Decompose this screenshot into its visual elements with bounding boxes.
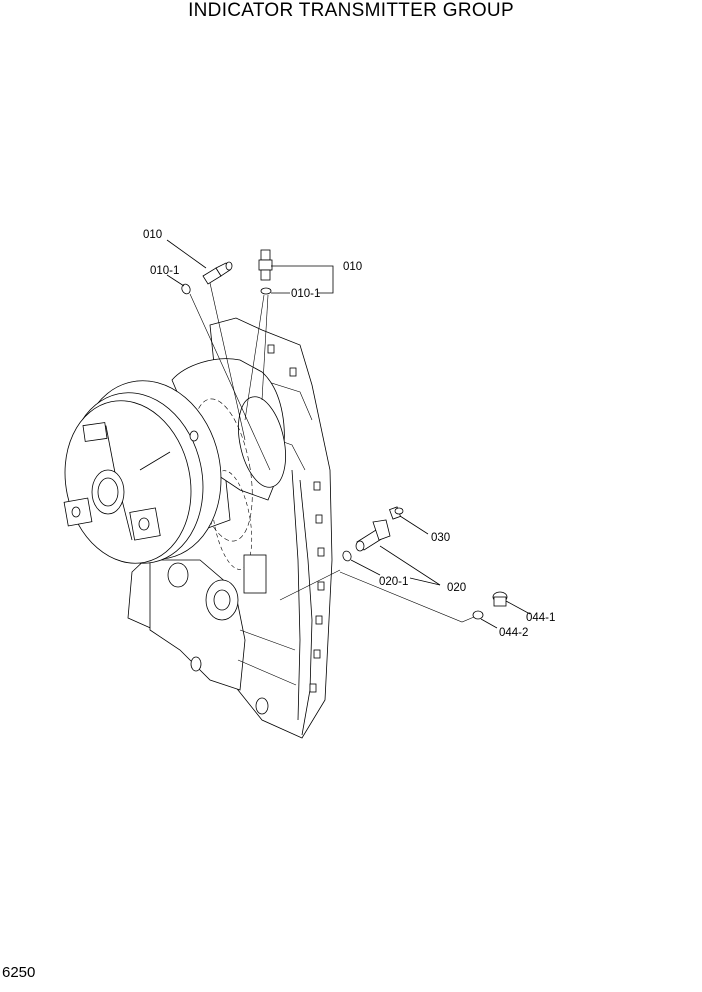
leader-lines (166, 239, 531, 629)
callout-020-1: 020-1 (379, 576, 408, 588)
callout-044-2: 044-2 (499, 627, 528, 639)
converter-housing (63, 380, 222, 564)
part-010-right-sensor (258, 249, 273, 281)
housing-bolts (267, 344, 325, 693)
transmission-housing (127, 317, 333, 739)
callout-010-left: 010 (143, 229, 162, 241)
callout-020: 020 (447, 582, 466, 594)
page-number: 6250 (2, 964, 36, 981)
part-044-2-oring (472, 610, 484, 620)
callout-044-1: 044-1 (526, 612, 555, 624)
part-020-transmitter (355, 519, 391, 552)
callouts: 010 010-1 010 010-1 030 020-1 020 044-1 … (143, 229, 555, 639)
callout-010-1-right: 010-1 (291, 288, 320, 300)
callout-010-right: 010 (343, 261, 362, 273)
part-010-1-right-oring (260, 287, 272, 295)
part-044-1-plug (492, 591, 508, 607)
part-020-1-oring (342, 550, 352, 562)
callout-030: 030 (431, 532, 450, 544)
part-010-1-left-oring (181, 283, 191, 295)
diagram-title: INDICATOR TRANSMITTER GROUP (188, 0, 514, 21)
part-010-left-sensor (202, 261, 233, 285)
callout-010-1-left: 010-1 (150, 265, 179, 277)
part-030-screw (389, 506, 404, 520)
